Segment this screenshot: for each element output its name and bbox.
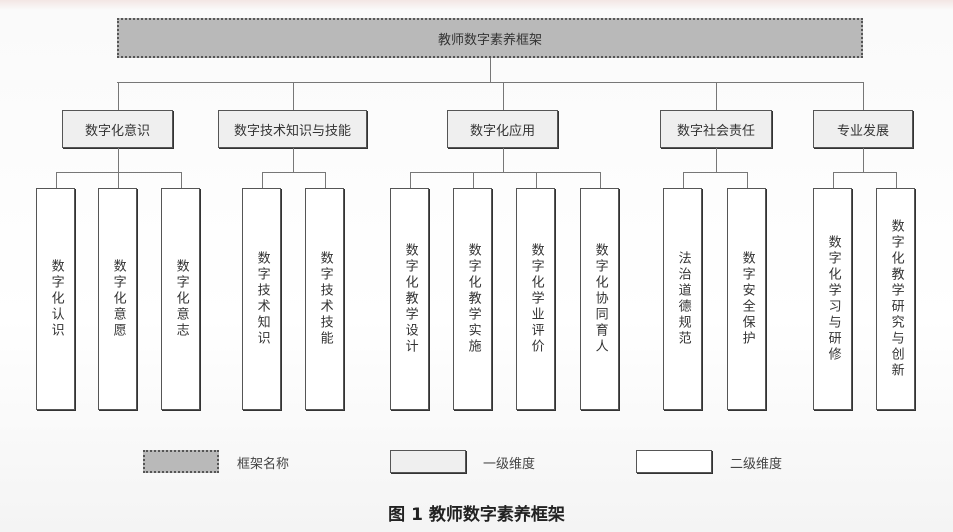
connector-line <box>117 82 864 83</box>
sub-dimension-box: 数字化协同育人 <box>580 188 619 410</box>
dimension-box: 数字社会责任 <box>660 110 772 148</box>
legend-label: 框架名称 <box>237 457 290 472</box>
connector-line <box>833 172 834 188</box>
dimension-box: 数字技术知识与技能 <box>218 110 367 148</box>
sub-dimension-box: 数字化教学设计 <box>390 188 429 410</box>
connector-line <box>503 148 504 172</box>
connector-line <box>747 172 748 188</box>
connector-line <box>293 148 294 172</box>
legend-swatch <box>636 450 712 473</box>
connector-line <box>503 82 504 110</box>
connector-line <box>833 172 897 173</box>
connector-line <box>262 172 326 173</box>
connector-line <box>410 172 411 188</box>
sub-dimension-box: 数字化认识 <box>36 188 75 410</box>
dimension-box: 专业发展 <box>813 110 913 148</box>
connector-line <box>716 82 717 110</box>
legend-swatch <box>390 450 466 473</box>
connector-line <box>56 172 182 173</box>
connector-line <box>683 172 748 173</box>
sub-dimension-box: 数字化意愿 <box>98 188 137 410</box>
sub-dimension-box: 数字技术技能 <box>305 188 344 410</box>
dimension-box: 数字化应用 <box>447 110 558 148</box>
legend-swatch <box>143 450 219 473</box>
root-box: 教师数字素养框架 <box>117 18 863 58</box>
connector-line <box>536 172 537 188</box>
connector-line <box>118 148 119 172</box>
connector-line <box>863 82 864 110</box>
sub-dimension-box: 数字化教学实施 <box>453 188 492 410</box>
sub-dimension-box: 数字技术知识 <box>242 188 281 410</box>
connector-line <box>896 172 897 188</box>
connector-line <box>473 172 474 188</box>
figure-caption: 图 1 教师数字素养框架 <box>388 505 565 525</box>
connector-line <box>410 172 601 173</box>
legend-label: 二级维度 <box>730 457 783 472</box>
sub-dimension-box: 数字化学业评价 <box>516 188 555 410</box>
sub-dimension-box: 数字化教学研究与创新 <box>876 188 915 410</box>
connector-line <box>293 82 294 110</box>
legend-label: 一级维度 <box>483 457 536 472</box>
connector-line <box>118 172 119 188</box>
sub-dimension-box: 数字安全保护 <box>727 188 766 410</box>
sub-dimension-box: 法治道德规范 <box>663 188 702 410</box>
connector-line <box>181 172 182 188</box>
connector-line <box>683 172 684 188</box>
connector-line <box>863 148 864 172</box>
connector-line <box>262 172 263 188</box>
connector-line <box>490 58 491 82</box>
connector-line <box>56 172 57 188</box>
dimension-box: 数字化意识 <box>62 110 173 148</box>
sub-dimension-box: 数字化意志 <box>161 188 200 410</box>
connector-line <box>600 172 601 188</box>
connector-line <box>325 172 326 188</box>
connector-line <box>716 148 717 172</box>
sub-dimension-box: 数字化学习与研修 <box>813 188 852 410</box>
connector-line <box>118 82 119 110</box>
